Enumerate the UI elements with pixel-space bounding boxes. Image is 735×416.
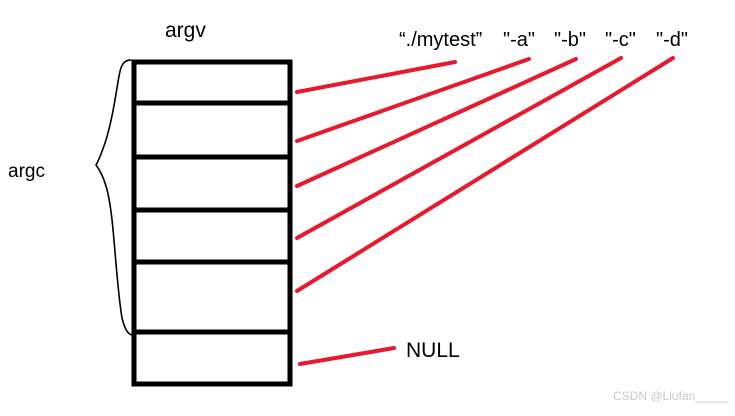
pointer-line-mytest bbox=[295, 60, 457, 94]
argc-brace bbox=[95, 59, 133, 336]
csdn-watermark: CSDN @Liufan_____ bbox=[613, 389, 729, 403]
null-label: NULL bbox=[406, 339, 460, 362]
arg-string-label-2: "-b" bbox=[554, 29, 586, 51]
argc-label: argc bbox=[8, 161, 45, 182]
argv-array-box bbox=[131, 59, 293, 387]
pointer-line-b bbox=[295, 57, 578, 188]
pointer-line-c bbox=[295, 56, 623, 240]
array-outer-border bbox=[131, 59, 293, 387]
pointer-lines bbox=[295, 56, 675, 366]
arg-string-label-3: "-c" bbox=[605, 29, 636, 51]
pointer-line-a bbox=[295, 57, 531, 143]
pointer-line-d bbox=[295, 56, 675, 293]
arg-string-label-1: "-a" bbox=[503, 29, 535, 51]
arg-string-label-4: "-d" bbox=[656, 29, 688, 51]
pointer-line-null bbox=[298, 346, 396, 366]
argv-title-label: argv bbox=[165, 19, 206, 42]
arg-string-label-0: “./mytest” bbox=[399, 29, 483, 51]
